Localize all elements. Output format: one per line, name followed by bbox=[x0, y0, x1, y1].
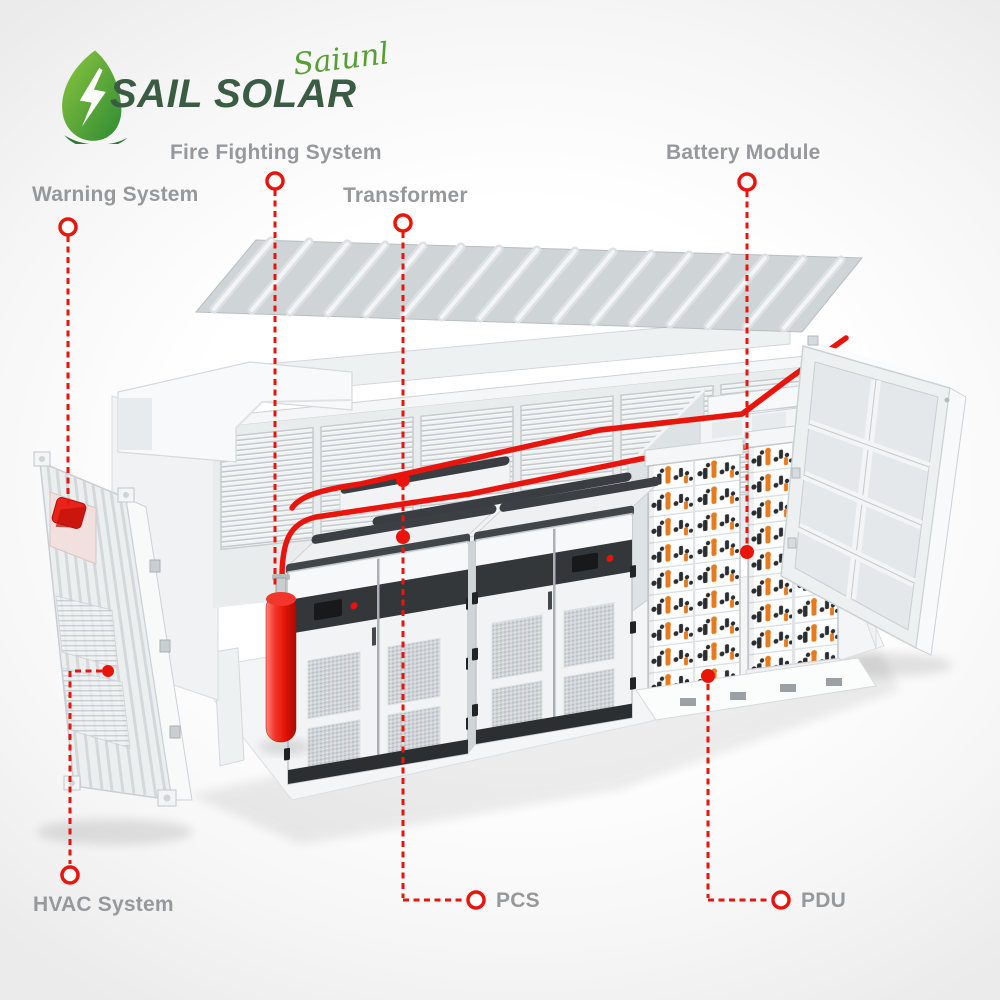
label-pdu: PDU bbox=[801, 889, 846, 912]
label-fire-fighting-system: Fire Fighting System bbox=[170, 141, 382, 164]
door-louver-1 bbox=[55, 595, 119, 669]
pcs-cabinet-1 bbox=[284, 504, 497, 785]
door-hinges bbox=[149, 559, 181, 739]
cabinet-gap-side bbox=[468, 540, 476, 754]
label-battery-module: Battery Module bbox=[666, 141, 821, 164]
leaf-lightning-icon bbox=[62, 50, 128, 144]
right-door-panel bbox=[780, 335, 967, 656]
label-warning-system: Warning System bbox=[32, 183, 199, 206]
label-transformer: Transformer bbox=[343, 184, 468, 207]
label-hvac-system: HVAC System bbox=[33, 893, 174, 916]
pcs-cabinet-2 bbox=[472, 476, 661, 745]
roof-panel bbox=[194, 236, 864, 333]
warning-beacon bbox=[51, 497, 87, 529]
hvac-air-duct bbox=[117, 361, 353, 463]
fire-extinguisher bbox=[258, 574, 310, 754]
brand-wordmark: SAIL SOLAR bbox=[110, 72, 357, 116]
label-pcs: PCS bbox=[496, 889, 540, 912]
fire-suppression-pipes bbox=[279, 335, 907, 581]
battery-rack-1 bbox=[644, 437, 744, 705]
